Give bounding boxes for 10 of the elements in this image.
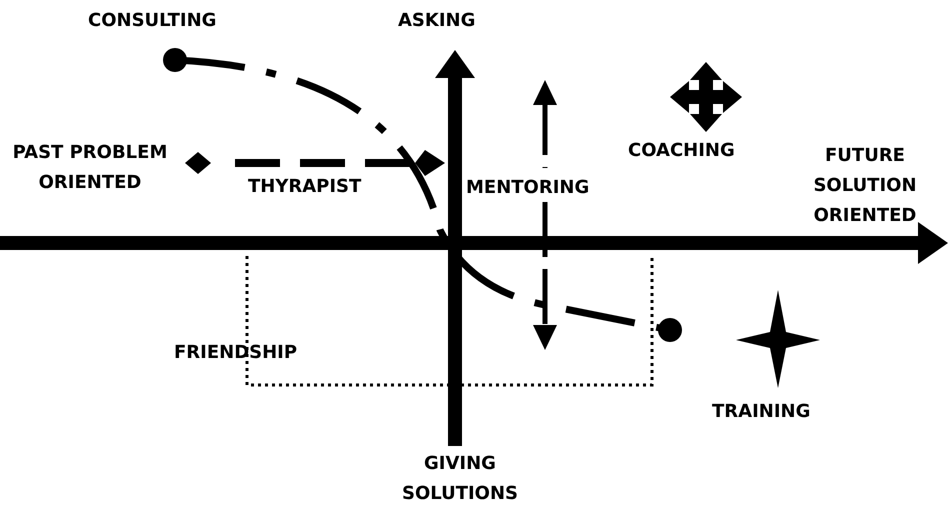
method-label: MENTORING — [466, 176, 590, 200]
axis-label: PAST PROBLEM ORIENTED — [12, 141, 168, 195]
axis-label: GIVING SOLUTIONS — [400, 452, 519, 506]
method-label: CONSULTING — [88, 9, 218, 33]
method-label: TRAINING — [712, 400, 812, 424]
method-label: FRIENDSHIP — [174, 341, 298, 365]
axis-label: ASKING — [398, 9, 476, 33]
method-label: THYRAPIST — [248, 175, 362, 199]
method-label: COACHING — [628, 139, 736, 163]
axis-label: FUTURE SOLUTION ORIENTED — [812, 144, 918, 228]
